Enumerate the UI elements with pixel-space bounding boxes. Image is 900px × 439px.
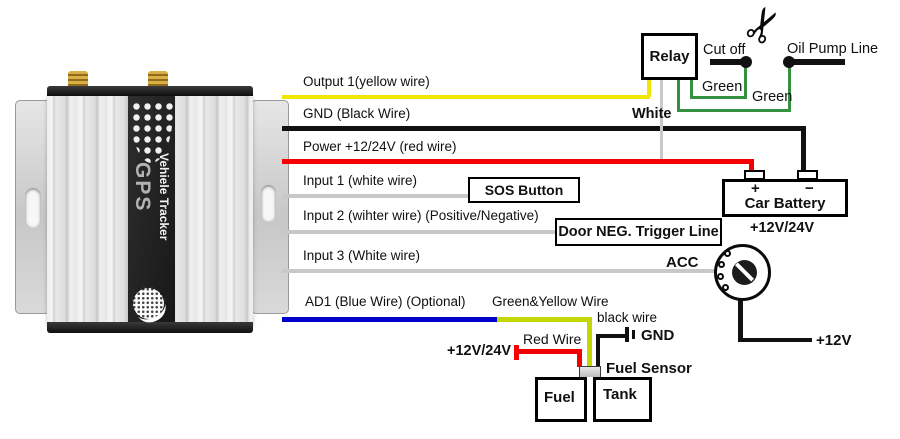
relay-box: Relay xyxy=(641,33,698,80)
oil-pump-line xyxy=(790,59,845,65)
red-wire-label: Red Wire xyxy=(523,331,582,347)
fuel-sensor-probe xyxy=(584,377,596,422)
fuel-power-label: +12V/24V xyxy=(447,343,512,359)
green-label-1: Green xyxy=(702,79,743,95)
sos-button-label: SOS Button xyxy=(484,182,564,198)
globe-logo-icon xyxy=(132,287,165,320)
gnd-symbol-bar1 xyxy=(625,327,629,342)
ignition-hole-icon xyxy=(718,261,725,268)
ignition-switch-icon xyxy=(714,244,771,301)
mount-slot-left xyxy=(25,188,41,228)
door-trigger-label: Door NEG. Trigger Line xyxy=(558,224,719,240)
white-label: White xyxy=(632,106,672,122)
mount-slot-right xyxy=(261,185,276,222)
ignition-wire-run xyxy=(738,338,812,342)
label-ad1: AD1 (Blue Wire) (Optional) xyxy=(305,294,466,309)
gnd-wire-drop xyxy=(801,126,806,171)
cut-off-terminal-dot xyxy=(740,56,752,68)
label-input3: Input 3 (White wire) xyxy=(303,248,421,263)
gnd-label: GND xyxy=(641,327,675,344)
ignition-hole-icon xyxy=(724,250,731,257)
label-gnd-wire: GND (Black Wire) xyxy=(303,106,411,121)
gnd-symbol-bar2 xyxy=(632,330,635,339)
battery-plus-sign: + xyxy=(751,180,760,197)
input3-wire xyxy=(282,269,714,273)
fuel-red-wire-drop xyxy=(577,349,582,367)
fuel-black-wire-run xyxy=(596,334,626,338)
battery-minus-sign: − xyxy=(805,180,814,197)
door-trigger-box: Door NEG. Trigger Line xyxy=(555,218,722,246)
green-yellow-wire xyxy=(497,317,592,322)
ignition-cylinder-icon xyxy=(732,260,757,285)
gnd-wire xyxy=(282,126,806,131)
battery-voltage-label: +12V/24V xyxy=(750,220,815,236)
relay-white-wire xyxy=(660,78,663,162)
car-battery-label: Car Battery xyxy=(744,195,826,212)
green-wire-2-run xyxy=(677,109,791,112)
fuel-sensor-label: Fuel Sensor xyxy=(606,360,692,377)
oil-pump-line-label: Oil Pump Line xyxy=(787,41,879,57)
power-wire-drop xyxy=(749,159,754,172)
antenna-connector-icon xyxy=(68,71,88,89)
yellow-wire-riser xyxy=(647,78,651,97)
label-input1: Input 1 (white wire) xyxy=(303,173,418,188)
tank-label: Tank xyxy=(603,386,637,403)
ignition-hole-icon xyxy=(717,273,724,280)
green-yellow-wire-label: Green&Yellow Wire xyxy=(492,294,609,309)
green-wire-2-drop xyxy=(677,78,680,112)
plus-12v-label: +12V xyxy=(816,332,852,349)
cut-off-line xyxy=(710,59,747,65)
fuel-red-terminal xyxy=(514,345,519,360)
yellow-wire xyxy=(282,95,650,99)
antenna-connector-icon xyxy=(148,71,168,89)
green-wire-1-drop xyxy=(690,78,693,99)
ignition-hole-icon xyxy=(722,284,729,291)
input1-wire xyxy=(282,194,470,198)
fuel-red-wire-run xyxy=(519,349,580,354)
fuel-black-wire-riser xyxy=(596,334,600,367)
fuel-label: Fuel xyxy=(544,389,575,406)
green-wire-1-riser xyxy=(744,62,747,99)
car-battery-box: + − Car Battery xyxy=(722,179,848,217)
device-brand-small: Vehiele Tracker xyxy=(157,153,171,241)
green-wire-2-riser xyxy=(788,62,791,112)
sos-button-box: SOS Button xyxy=(468,177,580,203)
cut-off-label: Cut off xyxy=(703,42,746,58)
input2-wire xyxy=(282,230,555,234)
relay-label: Relay xyxy=(649,48,690,65)
black-wire-label: black wire xyxy=(597,310,658,325)
acc-label: ACC xyxy=(666,254,699,271)
green-label-2: Green xyxy=(752,89,793,105)
device-top-cap xyxy=(47,86,253,96)
power-wire xyxy=(282,159,754,164)
ignition-wire-drop xyxy=(738,296,743,342)
label-input2: Input 2 (wihter wire) (Positive/Negative… xyxy=(303,208,539,223)
green-wire-1-run xyxy=(690,96,747,99)
device-bottom-cap xyxy=(47,322,253,333)
green-yellow-wire-drop xyxy=(587,317,592,367)
device-brand-large: GPS xyxy=(131,162,154,213)
label-output1: Output 1(yellow wire) xyxy=(303,74,430,89)
ad1-blue-wire xyxy=(282,317,497,322)
label-power-wire: Power +12/24V (red wire) xyxy=(303,139,457,154)
